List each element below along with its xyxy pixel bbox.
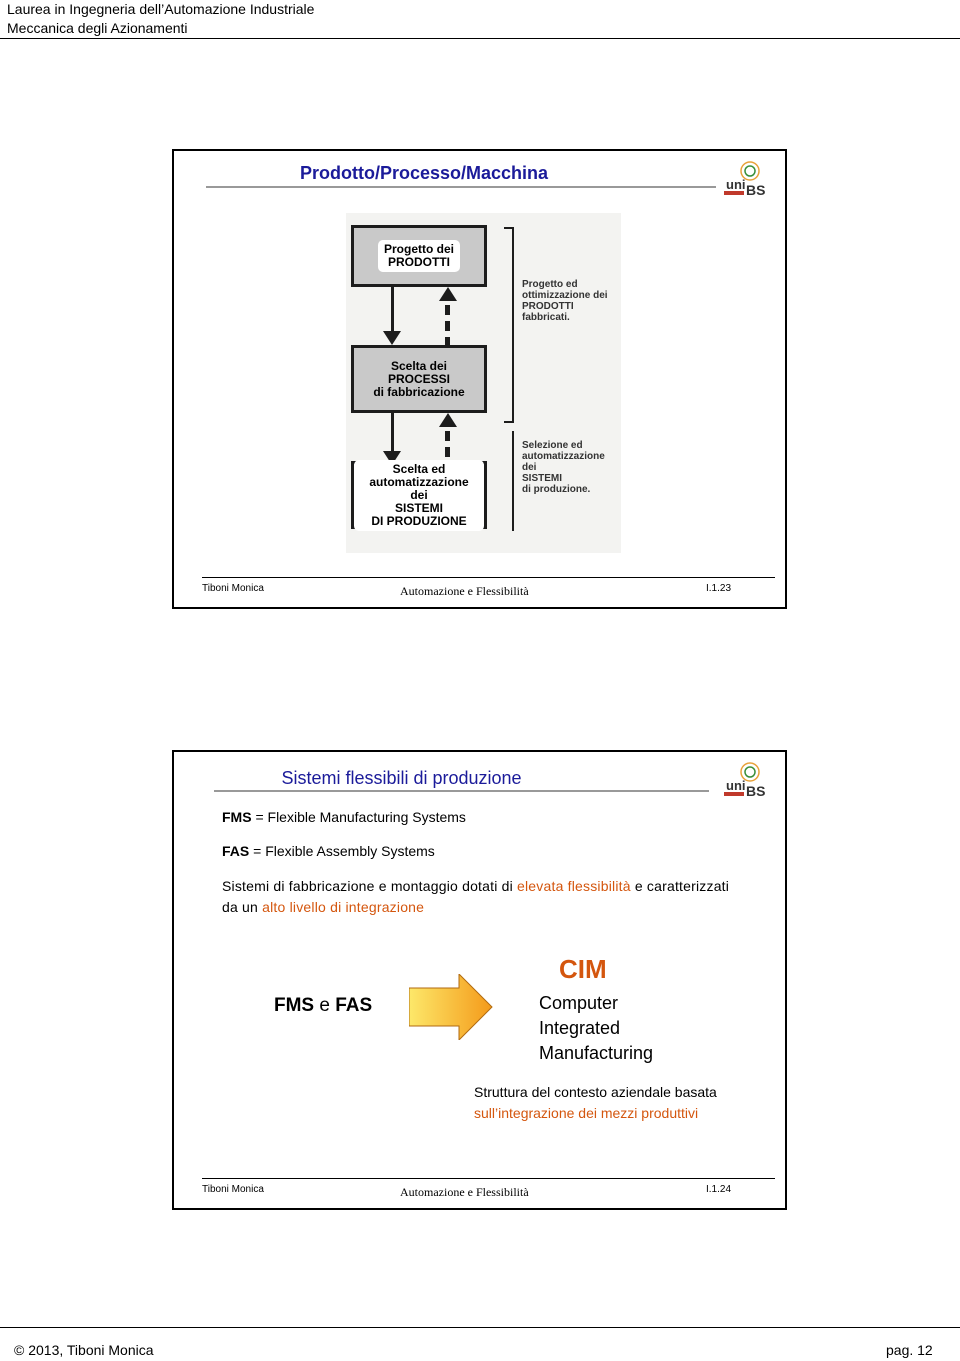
unibs-logo: uni BS: [724, 760, 774, 800]
svg-text:uni: uni: [726, 177, 746, 192]
copyright: © 2013, Tiboni Monica: [14, 1342, 154, 1358]
box-line: di fabbricazione: [373, 384, 465, 399]
svg-text:BS: BS: [746, 182, 765, 198]
box-scelta-processi: Scelta dei PROCESSI di fabbricazione: [351, 345, 487, 413]
title-rule: [214, 790, 709, 792]
note-prodotti: Progetto ed ottimizzazione dei PRODOTTI …: [522, 279, 608, 323]
cim-acronym: CIM: [559, 954, 607, 984]
text: Sistemi di fabbricazione e montaggio dot…: [222, 878, 518, 894]
page-header: Laurea in Ingegneria dell’Automazione In…: [7, 0, 314, 38]
cim-line: Computer: [539, 993, 619, 1013]
slide-footer-author: Tiboni Monica: [202, 1184, 264, 1195]
fas-def-text: = Flexible Assembly Systems: [253, 843, 435, 859]
fms-def-text: = Flexible Manufacturing Systems: [255, 809, 466, 825]
box-line: Scelta dei: [390, 358, 447, 373]
arrowhead-up-1: [439, 287, 457, 301]
footer-rule: [0, 1327, 960, 1328]
box-line: SISTEMI: [394, 500, 443, 515]
slide-number: I.1.24: [706, 1184, 732, 1195]
right-arrow-icon: [408, 972, 494, 1045]
slide-footer-rule: [202, 577, 775, 578]
process-diagram: Progetto dei PRODOTTI Scelta dei PROCESS…: [346, 213, 621, 553]
cim-description: Struttura del contesto aziendale basata …: [474, 1082, 764, 1124]
highlight-flessibilita: elevata flessibilità: [517, 878, 631, 894]
highlight-integrazione: alto livello di integrazione: [262, 899, 425, 915]
bracket-upper: [504, 227, 514, 423]
box-line: PRODOTTI: [387, 255, 450, 269]
fms-definition: FMS = Flexible Manufacturing Systems: [222, 809, 466, 825]
fms: FMS: [274, 995, 315, 1016]
cim-line: Manufacturing: [539, 1043, 654, 1063]
header-rule: [0, 38, 960, 39]
note-line: di produzione.: [522, 484, 591, 495]
course-title: Laurea in Ingegneria dell’Automazione In…: [7, 1, 315, 17]
copyright-icon: ©: [14, 1342, 25, 1358]
box-scelta-sistemi: Scelta ed automatizzazione dei SISTEMI D…: [351, 459, 487, 531]
note-line: SISTEMI: [522, 473, 563, 484]
box-line: PROCESSI: [387, 371, 450, 386]
box-progetto-prodotti: Progetto dei PRODOTTI: [351, 225, 487, 287]
dash: [445, 321, 450, 331]
note-line: automatizzazione dei: [522, 451, 605, 473]
description-paragraph: Sistemi di fabbricazione e montaggio dot…: [222, 876, 742, 918]
note-line: Selezione ed: [522, 440, 583, 451]
arrowhead-up-2: [439, 413, 457, 427]
svg-text:uni: uni: [726, 778, 746, 793]
slide-footer-title: Automazione e Flessibilità: [400, 1185, 529, 1199]
arrowhead-down-1: [383, 331, 401, 345]
dash: [445, 447, 450, 457]
arrow-down-1: [391, 287, 394, 342]
box-line: Scelta ed: [392, 461, 446, 476]
slide-24: Sistemi flessibili di produzione uni BS …: [172, 750, 787, 1210]
cim-line: Integrated: [539, 1018, 621, 1038]
dash: [445, 305, 450, 315]
unibs-logo: uni BS: [724, 159, 774, 199]
title-rule: [206, 186, 716, 188]
copyright-text: 2013, Tiboni Monica: [28, 1342, 154, 1358]
svg-text:BS: BS: [746, 783, 765, 799]
note-line: PRODOTTI: [522, 301, 574, 312]
slide-number: I.1.23: [706, 583, 732, 594]
slide-title: Prodotto/Processo/Macchina: [299, 163, 549, 183]
fas: FAS: [335, 995, 373, 1016]
text: e caratterizzati da un: [222, 878, 730, 915]
slide-title: Sistemi flessibili di produzione: [281, 768, 522, 788]
slide-footer-author: Tiboni Monica: [202, 583, 264, 594]
dash: [445, 337, 450, 345]
arrow-down-2: [391, 413, 394, 461]
bracket-lower: [504, 431, 514, 531]
conjunction: e: [319, 995, 330, 1016]
box-line: DI PRODUZIONE: [371, 513, 467, 528]
text: Struttura del contesto aziendale basata: [474, 1084, 717, 1100]
dash: [445, 431, 450, 441]
fms-abbr: FMS: [222, 809, 252, 825]
note-line: fabbricati.: [522, 312, 570, 323]
note-line: ottimizzazione dei: [522, 290, 608, 301]
course-subtitle: Meccanica degli Azionamenti: [7, 20, 188, 36]
slide-footer-title: Automazione e Flessibilità: [400, 584, 529, 598]
note-sistemi: Selezione ed automatizzazione dei SISTEM…: [522, 440, 621, 495]
box-line: Progetto dei: [383, 242, 454, 256]
slide-23: Prodotto/Processo/Macchina uni BS Proget…: [172, 149, 787, 609]
page-number: pag. 12: [886, 1342, 933, 1358]
fas-definition: FAS = Flexible Assembly Systems: [222, 843, 435, 859]
fms-fas-label: FMS e FAS: [274, 995, 372, 1017]
slide-footer-rule: [202, 1178, 775, 1179]
box-line: automatizzazione dei: [369, 474, 469, 502]
fas-abbr: FAS: [222, 843, 250, 859]
note-line: Progetto ed: [522, 279, 578, 290]
highlight-integrazione-mezzi: sull’integrazione dei mezzi produttivi: [474, 1105, 699, 1121]
